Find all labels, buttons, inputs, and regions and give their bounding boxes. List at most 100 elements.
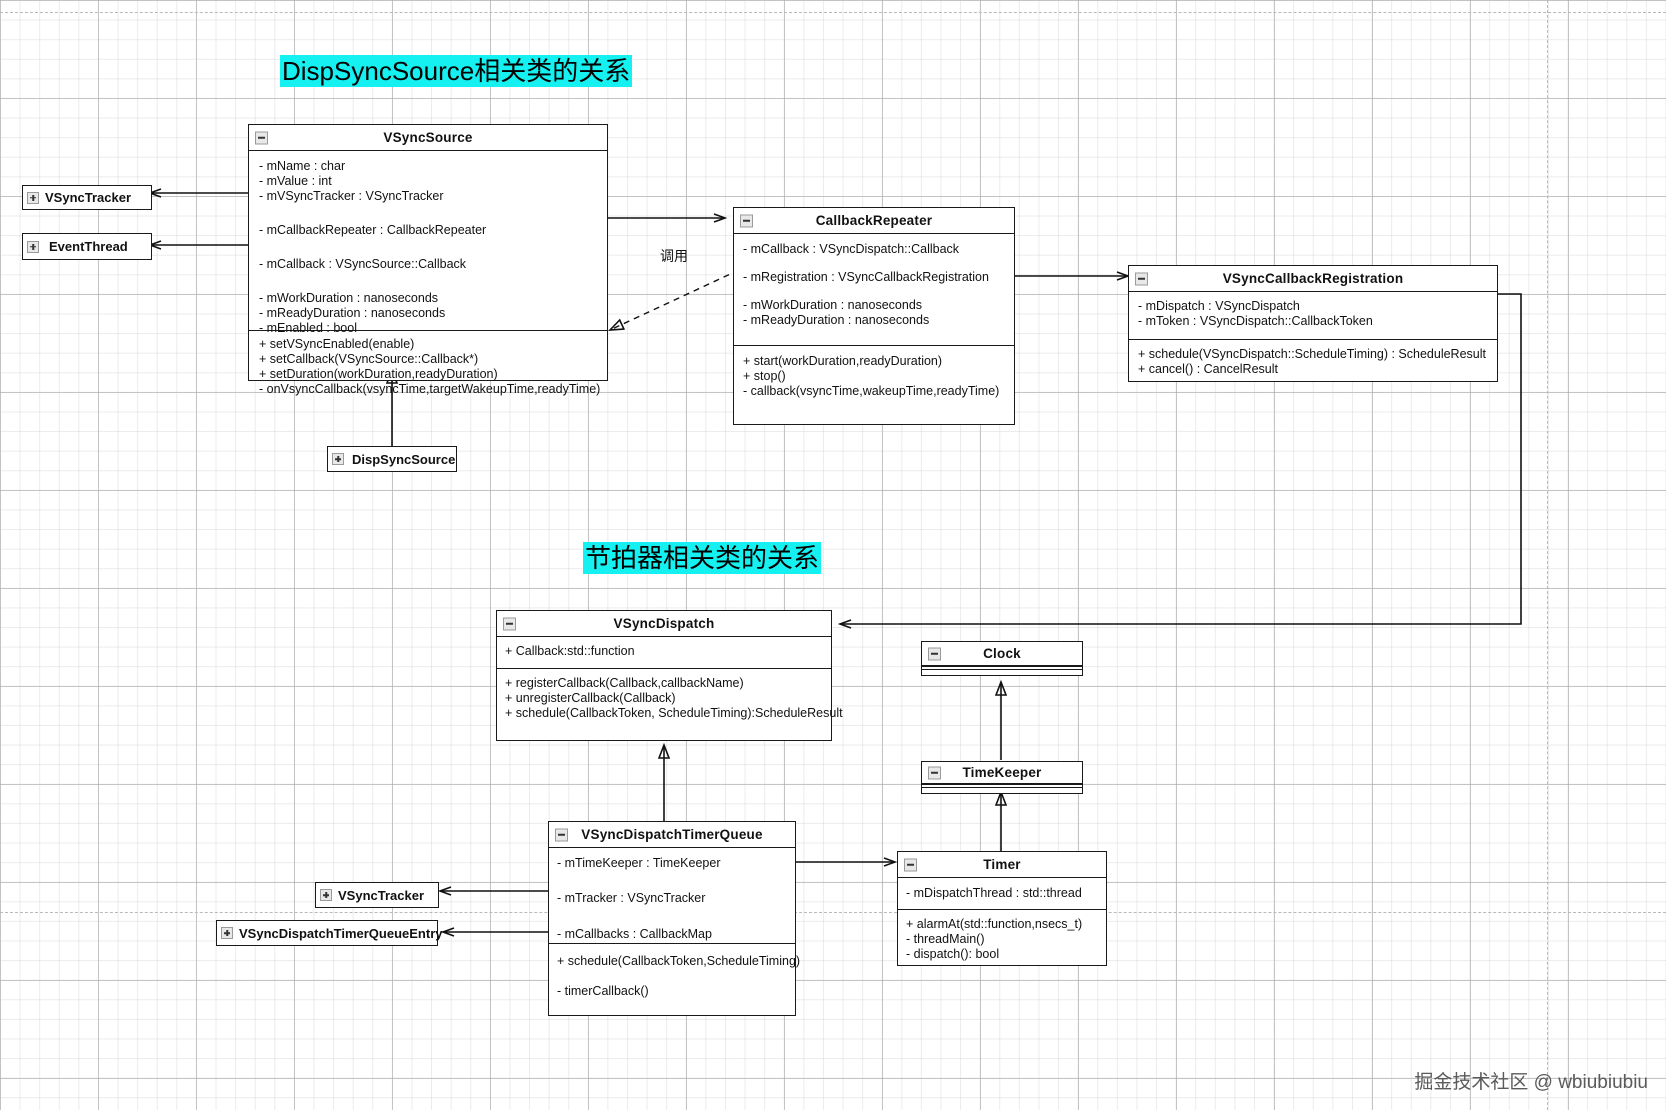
class-name: EventThread	[49, 239, 128, 254]
attributes-compartment: - mCallback : VSyncDispatch::Callback - …	[734, 234, 1014, 346]
attribute-row: - mValue : int	[259, 174, 332, 188]
method-row: + unregisterCallback(Callback)	[505, 691, 676, 705]
class-name: CallbackRepeater	[815, 213, 933, 228]
attribute-row: - mCallback : VSyncSource::Callback	[259, 257, 467, 271]
collapse-icon[interactable]	[503, 617, 516, 630]
class-clock[interactable]: Clock	[921, 641, 1083, 676]
collapse-icon[interactable]	[928, 647, 941, 660]
class-header: VSyncSource	[249, 125, 607, 151]
methods-compartment: + registerCallback(Callback,callbackName…	[497, 669, 843, 728]
class-vsync-tracker-top[interactable]: VSyncTracker	[22, 185, 152, 210]
collapse-icon[interactable]	[740, 214, 753, 227]
class-header: VSyncCallbackRegistration	[1129, 266, 1497, 292]
collapse-icon[interactable]	[1135, 272, 1148, 285]
class-name: Timer	[983, 857, 1021, 872]
class-header: Clock	[922, 642, 1082, 666]
class-name: VSyncDispatchTimerQueueEntry	[239, 925, 443, 941]
method-row: - callback(vsyncTime,wakeupTime,readyTim…	[743, 384, 1000, 398]
class-name: VSyncCallbackRegistration	[1222, 271, 1404, 286]
method-row: + schedule(CallbackToken, ScheduleTiming…	[505, 706, 843, 720]
method-row: + registerCallback(Callback,callbackName…	[505, 676, 744, 690]
class-vsync-dispatch[interactable]: VSyncDispatch + Callback:std::function +…	[496, 610, 843, 741]
class-header: TimeKeeper	[922, 762, 1082, 784]
attributes-compartment: - mTimeKeeper : TimeKeeper - mTracker : …	[549, 848, 795, 944]
attribute-row: - mDispatchThread : std::thread	[906, 886, 1082, 900]
attribute-row: - mVSyncTracker : VSyncTracker	[259, 189, 444, 203]
class-event-thread[interactable]: EventThread	[22, 233, 152, 260]
class-name: VSyncTracker	[45, 190, 132, 205]
page-title-top: DispSyncSource相关类的关系	[280, 55, 633, 87]
method-row: + alarmAt(std::function,nsecs_t)	[906, 917, 1083, 931]
methods-compartment: + start(workDuration,readyDuration) + st…	[734, 346, 1014, 405]
class-name: Clock	[983, 646, 1021, 661]
attribute-row: - mWorkDuration : nanoseconds	[259, 291, 439, 305]
method-row: + schedule(CallbackToken,ScheduleTiming)	[557, 954, 801, 968]
class-timer[interactable]: Timer - mDispatchThread : std::thread + …	[897, 851, 1107, 966]
attribute-row: - mTimeKeeper : TimeKeeper	[557, 856, 721, 870]
attributes-compartment: - mDispatchThread : std::thread	[898, 878, 1106, 910]
page-title-middle: 节拍器相关类的关系	[583, 542, 822, 574]
watermark: 掘金技术社区 @ wbiubiubiu	[1414, 1072, 1648, 1093]
class-name: VSyncTracker	[338, 887, 425, 903]
class-header: Timer	[898, 852, 1106, 878]
expand-icon[interactable]	[27, 191, 39, 204]
methods-compartment: + schedule(CallbackToken,ScheduleTiming)…	[549, 944, 801, 1009]
methods-compartment: + schedule(VSyncDispatch::ScheduleTiming…	[1129, 340, 1497, 384]
class-name: DispSyncSource	[352, 451, 456, 467]
empty-compartment	[922, 666, 1082, 670]
attributes-compartment: - mName : char - mValue : int - mVSyncTr…	[249, 151, 607, 335]
method-row: + setCallback(VSyncSource::Callback*)	[259, 352, 479, 366]
method-row: - threadMain()	[906, 932, 985, 946]
class-name: VSyncSource	[383, 130, 473, 145]
attribute-row: - mCallbackRepeater : CallbackRepeater	[259, 223, 487, 237]
class-vsync-source[interactable]: VSyncSource - mName : char - mValue : in…	[248, 124, 608, 396]
attribute-row: - mName : char	[259, 159, 346, 173]
attribute-row: - mCallbacks : CallbackMap	[557, 927, 712, 941]
class-callback-repeater[interactable]: CallbackRepeater - mCallback : VSyncDisp…	[733, 207, 1015, 425]
class-name: VSyncDispatch	[613, 616, 715, 631]
attribute-row: + Callback:std::function	[505, 644, 635, 658]
method-row: + cancel() : CancelResult	[1138, 362, 1278, 376]
page-break-horizontal	[0, 912, 1666, 913]
expand-icon[interactable]	[221, 927, 233, 939]
expand-icon[interactable]	[320, 889, 332, 901]
collapse-icon[interactable]	[904, 858, 917, 871]
attribute-row: - mEnabled : bool	[259, 321, 357, 335]
class-name: TimeKeeper	[962, 765, 1042, 780]
method-row: + setVSyncEnabled(enable)	[259, 337, 415, 351]
method-row: + start(workDuration,readyDuration)	[743, 354, 943, 368]
method-row: + stop()	[743, 369, 786, 383]
class-time-keeper[interactable]: TimeKeeper	[921, 761, 1083, 794]
page-break-horizontal-top	[0, 12, 1666, 13]
attributes-compartment: + Callback:std::function	[497, 637, 831, 669]
method-row: + setDuration(workDuration,readyDuration…	[259, 367, 498, 381]
class-name: VSyncDispatchTimerQueue	[581, 827, 763, 842]
attribute-row: - mRegistration : VSyncCallbackRegistrat…	[743, 270, 989, 284]
class-vsync-dispatch-timer-queue-entry[interactable]: VSyncDispatchTimerQueueEntry	[216, 920, 443, 946]
call-label: 调用	[660, 248, 688, 264]
class-vsync-tracker-bottom[interactable]: VSyncTracker	[315, 882, 439, 908]
expand-icon[interactable]	[27, 240, 39, 253]
class-vsync-callback-registration[interactable]: VSyncCallbackRegistration - mDispatch : …	[1128, 265, 1498, 382]
collapse-icon[interactable]	[255, 131, 268, 144]
class-vsync-dispatch-timer-queue[interactable]: VSyncDispatchTimerQueue - mTimeKeeper : …	[548, 821, 801, 1016]
method-row: - timerCallback()	[557, 984, 649, 998]
empty-compartment	[922, 784, 1082, 788]
attribute-row: - mWorkDuration : nanoseconds	[743, 298, 923, 312]
attribute-row: - mToken : VSyncDispatch::CallbackToken	[1138, 314, 1373, 328]
methods-compartment: + alarmAt(std::function,nsecs_t) - threa…	[898, 910, 1106, 969]
method-row: - dispatch(): bool	[906, 947, 1000, 961]
collapse-icon[interactable]	[928, 766, 941, 779]
expand-icon[interactable]	[332, 453, 344, 465]
attribute-row: - mTracker : VSyncTracker	[557, 891, 706, 905]
method-row: - onVsyncCallback(vsyncTime,targetWakeup…	[259, 382, 601, 396]
collapse-icon[interactable]	[555, 828, 568, 841]
class-header: CallbackRepeater	[734, 208, 1014, 234]
attribute-row: - mDispatch : VSyncDispatch	[1138, 299, 1300, 313]
attribute-row: - mReadyDuration : nanoseconds	[259, 306, 446, 320]
attribute-row: - mReadyDuration : nanoseconds	[743, 313, 930, 327]
methods-compartment: + setVSyncEnabled(enable) + setCallback(…	[249, 331, 607, 403]
class-header: VSyncDispatchTimerQueue	[549, 822, 795, 848]
class-header: VSyncDispatch	[497, 611, 831, 637]
class-disp-sync-source[interactable]: DispSyncSource	[327, 446, 457, 472]
